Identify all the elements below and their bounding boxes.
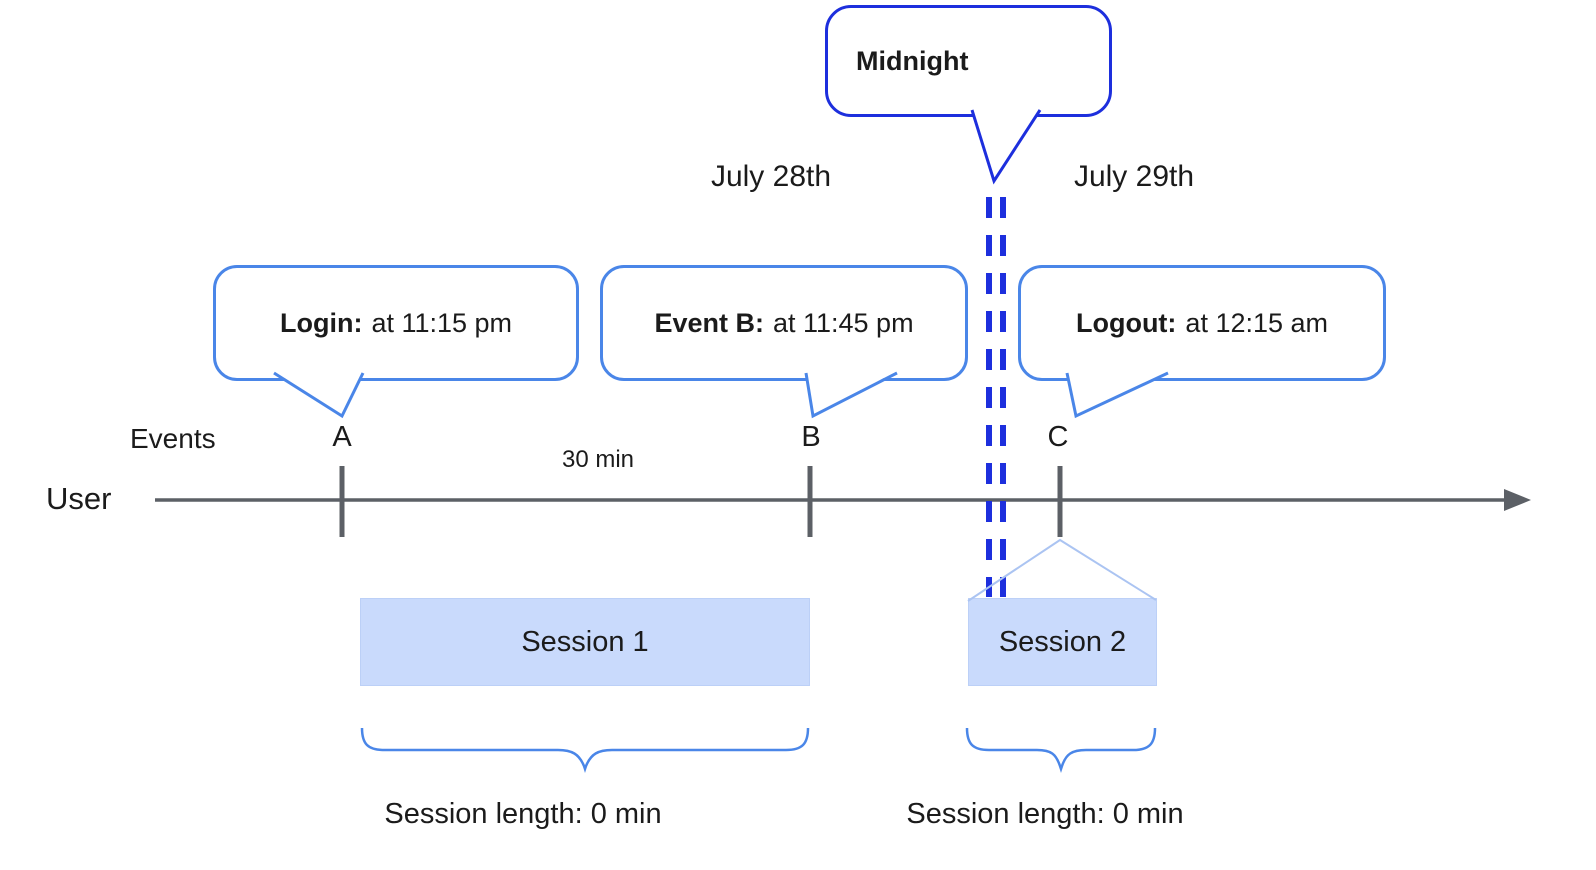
event-marker-c: C	[1047, 421, 1069, 453]
midnight-label: Midnight	[856, 45, 969, 76]
events-row-label: Events	[130, 423, 216, 454]
event-b-callout-time: at 11:45 pm	[772, 307, 914, 338]
midnight-callout: Midnight	[825, 5, 1112, 117]
date-label-july-28: July 28th	[710, 160, 832, 193]
session-2-brace-icon	[965, 727, 1157, 773]
logout-callout-title: Logout:	[1075, 307, 1177, 338]
login-callout-time: at 11:15 pm	[371, 307, 513, 338]
timeline-arrowhead-icon	[1504, 489, 1531, 511]
event-marker-a: A	[332, 421, 352, 453]
session-2-box: Session 2	[968, 598, 1157, 686]
session-2-label: Session 2	[998, 625, 1127, 658]
midnight-divider-dashed-line	[986, 197, 1006, 597]
user-row-label: User	[46, 481, 112, 516]
date-label-july-29: July 29th	[1073, 160, 1195, 193]
login-callout: Login: at 11:15 pm	[213, 265, 579, 381]
logout-callout-time: at 12:15 am	[1185, 307, 1329, 338]
event-marker-b: B	[801, 421, 821, 453]
event-b-callout: Event B: at 11:45 pm	[600, 265, 968, 381]
event-b-callout-title: Event B:	[654, 307, 764, 338]
session-2-length-label: Session length: 0 min	[906, 798, 1184, 830]
session-1-brace-icon	[360, 727, 810, 773]
logout-callout: Logout: at 12:15 am	[1018, 265, 1386, 381]
session-1-box: Session 1	[360, 598, 810, 686]
session-1-label: Session 1	[521, 625, 649, 658]
login-callout-title: Login:	[279, 307, 363, 338]
timeline-axis	[155, 489, 1531, 511]
session-2-funnel-lines	[967, 538, 1157, 602]
session-1-length-label: Session length: 0 min	[384, 798, 662, 830]
interval-label-30-min: 30 min	[561, 446, 635, 473]
